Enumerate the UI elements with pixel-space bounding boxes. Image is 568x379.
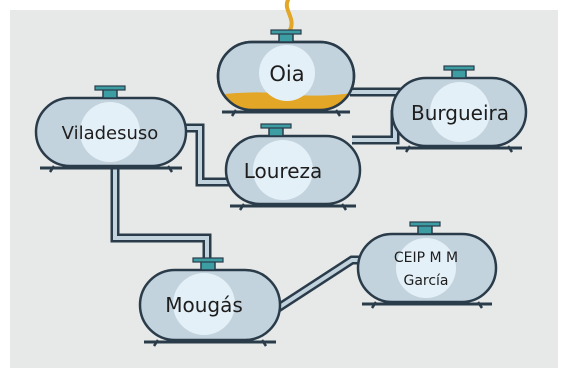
tank-oia: Oia — [216, 29, 356, 117]
tank-loureza-label-disc — [253, 140, 313, 200]
tank-burgueira-label-disc — [430, 82, 490, 142]
tank-loureza: Loureza — [224, 123, 362, 211]
tank-mougas: Mougás — [138, 257, 282, 347]
tank-burgueira-label: Burgueira — [411, 101, 509, 125]
tank-mougas-label-disc — [173, 273, 235, 335]
tank-oia-label-disc — [259, 45, 315, 101]
tank-ceip: CEIP M M García — [356, 221, 498, 309]
pipe-viladesuso-mougas — [110, 165, 212, 265]
tank-burgueira: Burgueira — [390, 65, 528, 153]
tank-ceip-label-line2: García — [403, 273, 448, 289]
pipe-viladesuso-loureza — [185, 123, 230, 187]
tank-mougas-label: Mougás — [165, 293, 243, 317]
tank-loureza-label: Loureza — [244, 159, 323, 183]
tank-viladesuso: Viladesuso — [34, 85, 188, 173]
tank-viladesuso-label: Viladesuso — [62, 123, 159, 144]
pipes — [110, 87, 402, 316]
tank-ceip-label-line1: CEIP M M — [394, 250, 458, 266]
tank-oia-label: Oia — [269, 62, 304, 86]
tank-viladesuso-label-disc — [80, 102, 140, 162]
tank-ceip-label-disc — [396, 238, 456, 298]
